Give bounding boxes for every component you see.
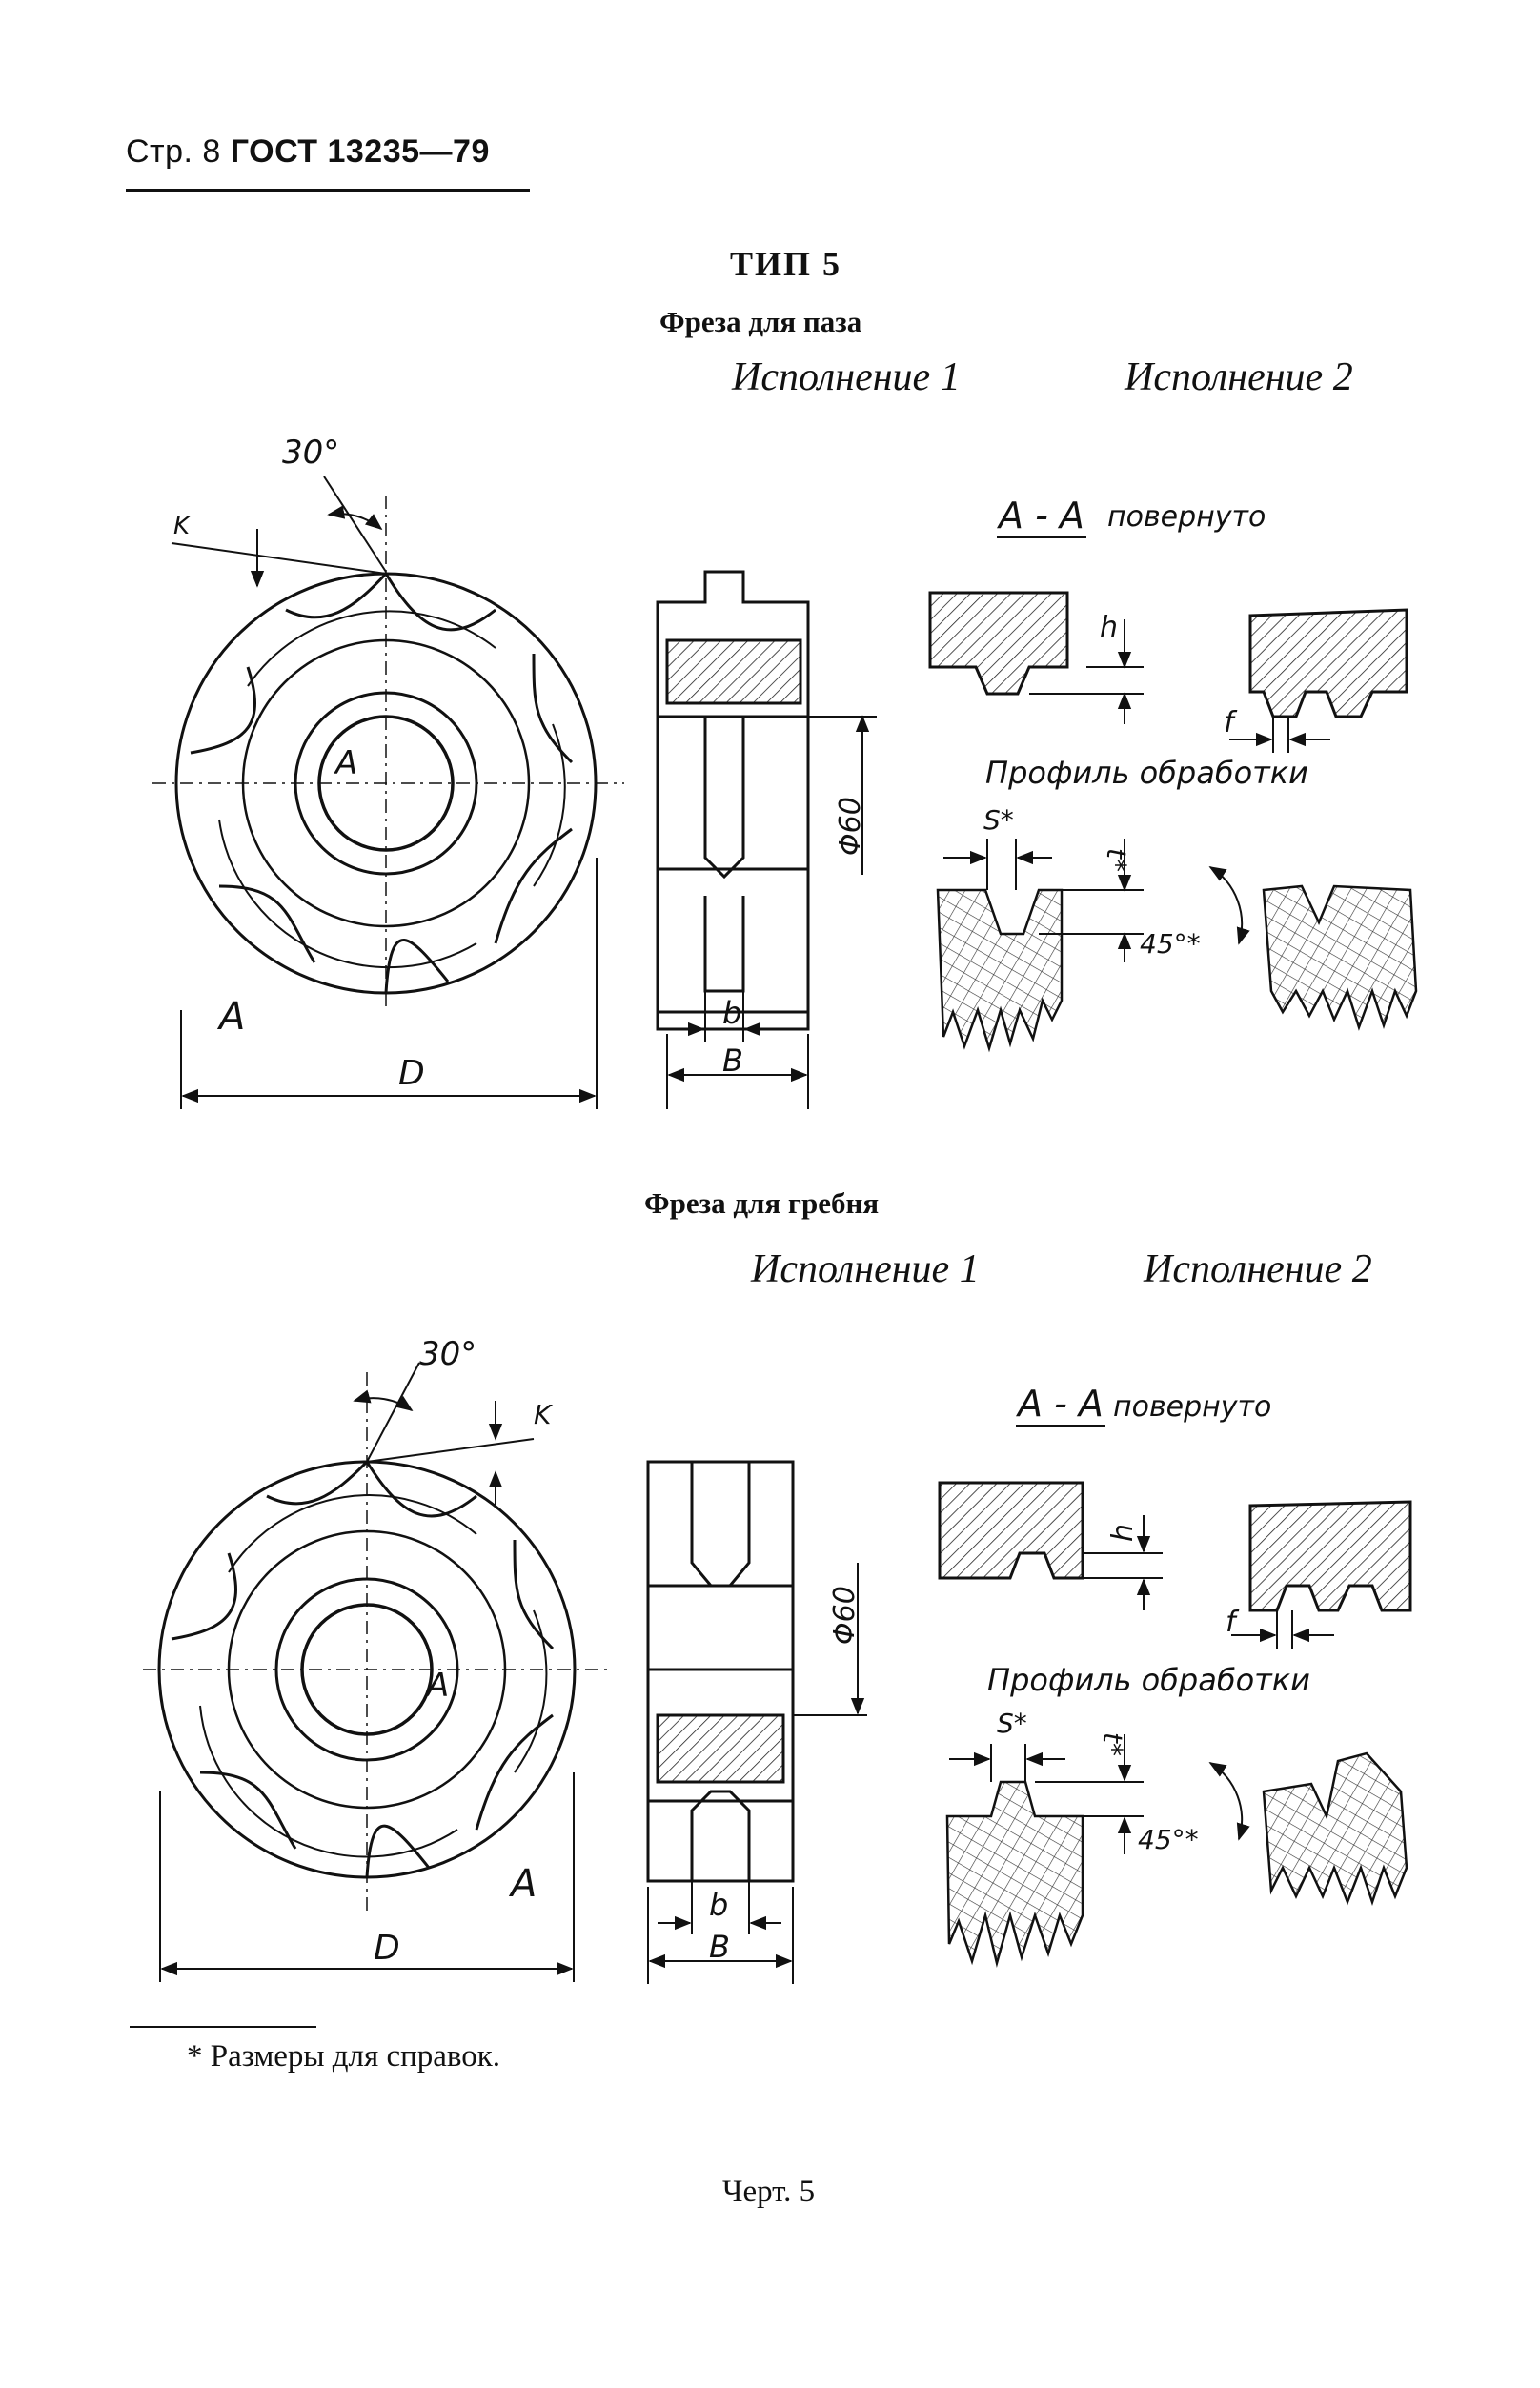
comb-rotated-label: повернуто (1113, 1390, 1271, 1424)
comb-machining-profile-right (1262, 1751, 1408, 1906)
comb-dimension-s: S* (997, 1708, 1027, 1739)
slot-rotated-label: повернуто (1107, 500, 1266, 534)
slot-dimension-b-small: b (722, 995, 741, 1031)
footnote: * Размеры для справок. (187, 2039, 501, 2074)
comb-section-profile-2 (1248, 1500, 1412, 1612)
slot-dimension-b-large: B (722, 1042, 743, 1079)
slot-dimension-h: h (1100, 611, 1118, 644)
comb-section-mark-a: A (425, 1667, 449, 1705)
header-rule (126, 189, 530, 192)
slot-variant-2-label: Исполнение 2 (1125, 355, 1353, 399)
slot-machining-profile-left (936, 888, 1064, 1053)
slot-dimension-s: S* (983, 804, 1014, 836)
slot-section-mark-a-lower: A (216, 995, 245, 1039)
standard-number: ГОСТ 13235—79 (230, 133, 490, 170)
comb-dimension-t: t* (1097, 1732, 1128, 1756)
comb-machining-profile-left (945, 1780, 1084, 1968)
comb-variant-2-label: Исполнение 2 (1144, 1247, 1372, 1291)
comb-dimension-d: D (374, 1929, 400, 1968)
slot-dimension-f: f (1224, 706, 1238, 739)
comb-variant-1-label: Исполнение 1 (751, 1247, 980, 1291)
figure-caption: Черт. 5 (722, 2175, 816, 2209)
comb-angle-45: 45°* (1138, 1824, 1199, 1855)
slot-angle-45: 45°* (1140, 928, 1201, 960)
page-number: Стр. 8 (126, 133, 221, 170)
slot-cutter-title: Фреза для паза (659, 305, 862, 338)
slot-profile-label: Профиль обработки (985, 755, 1308, 791)
type-title: ТИП 5 (730, 245, 842, 283)
slot-dimension-d: D (398, 1054, 425, 1093)
slot-k-label: K (173, 512, 192, 540)
slot-section-profile-1 (928, 591, 1069, 696)
comb-profile-label: Профиль обработки (987, 1662, 1310, 1698)
slot-dimension-t: t* (1101, 848, 1132, 872)
slot-section-view-label: A - A (996, 495, 1084, 536)
slot-variant-1-label: Исполнение 1 (732, 355, 961, 399)
comb-dimension-f: f (1226, 1606, 1240, 1639)
slot-angle-label: 30° (282, 434, 339, 472)
comb-k-label: K (534, 1399, 554, 1430)
comb-dimension-b-small: b (709, 1887, 728, 1923)
comb-cutter-title: Фреза для гребня (644, 1186, 880, 1220)
slot-section-profile-2 (1248, 608, 1408, 718)
slot-machining-profile-right (1262, 884, 1418, 1031)
comb-dimension-phi60: Φ60 (828, 1586, 861, 1645)
comb-angle-label: 30° (419, 1335, 476, 1373)
comb-cutter-side-view (646, 1460, 795, 1883)
slot-cutter-side-view (656, 570, 810, 1031)
comb-section-mark-a-lower: A (508, 1862, 537, 1906)
slot-dimension-phi60: Φ60 (834, 797, 867, 856)
page-header: Стр. 8 ГОСТ 13235—79 (126, 133, 490, 171)
comb-section-view-label: A - A (1015, 1383, 1104, 1425)
footnote-rule (130, 2026, 316, 2028)
comb-section-profile-1 (938, 1481, 1084, 1580)
slot-section-mark-a: A (334, 744, 357, 782)
comb-dimension-h: h (1106, 1524, 1140, 1542)
comb-dimension-b-large: B (709, 1929, 730, 1965)
